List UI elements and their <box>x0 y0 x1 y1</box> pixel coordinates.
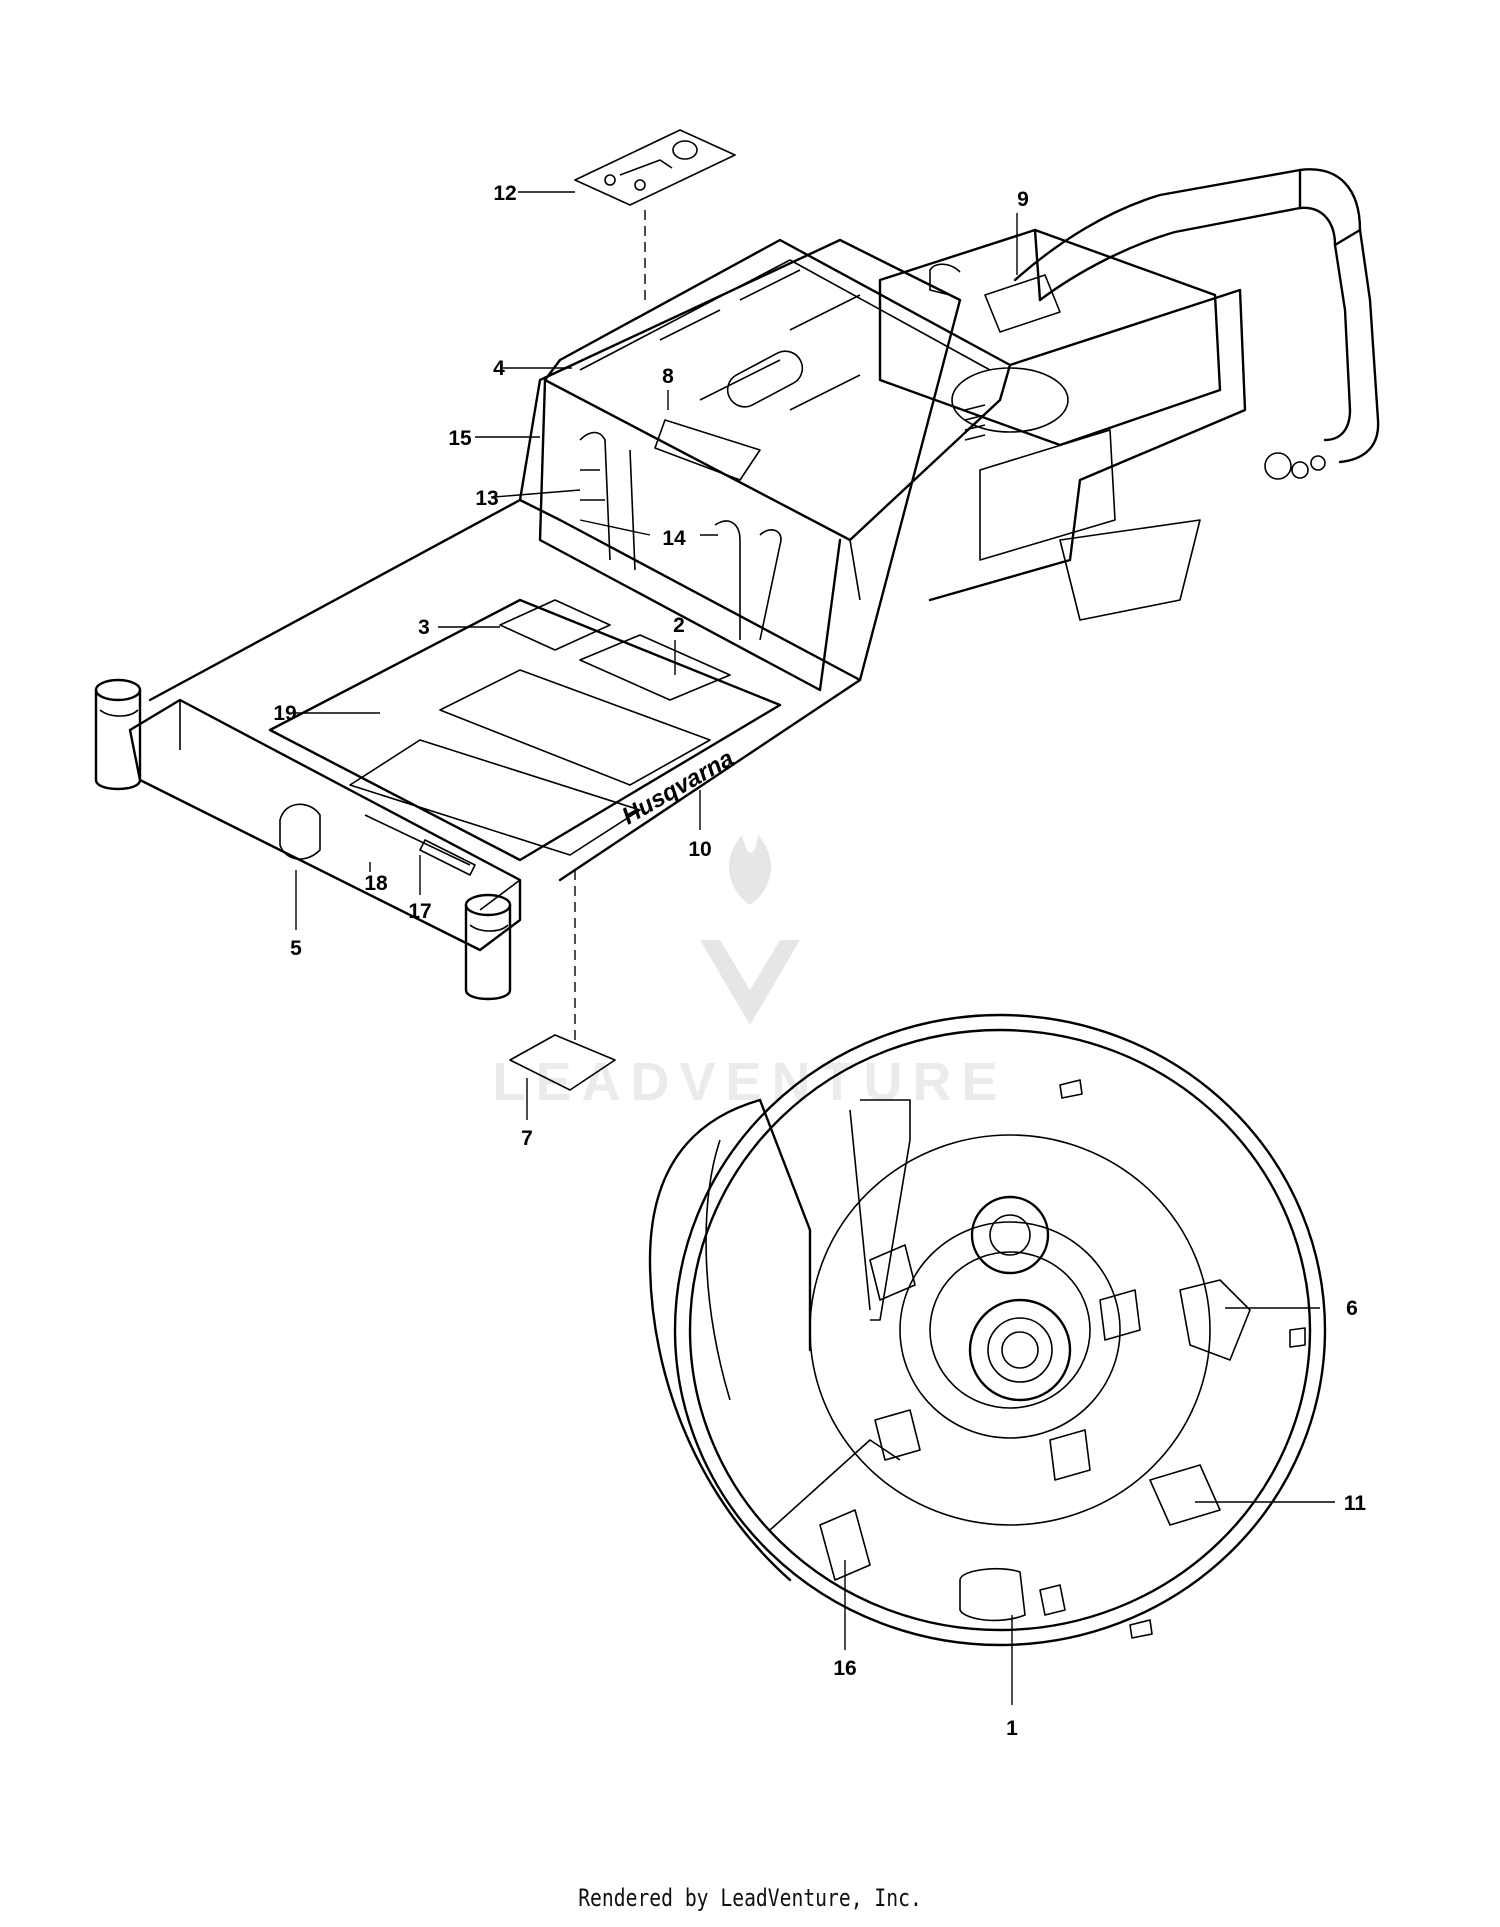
callout-6: 6 <box>1346 1297 1358 1320</box>
callout-17: 17 <box>408 900 431 923</box>
floor-mat-3 <box>499 599 611 651</box>
decal-16 <box>819 1509 871 1581</box>
caster-right <box>464 893 512 1001</box>
callout-14: 14 <box>662 527 686 550</box>
callout-3: 3 <box>418 616 430 639</box>
decal-1 <box>959 1567 1026 1622</box>
decal-6 <box>1179 1279 1251 1361</box>
decal-9 <box>984 274 1061 333</box>
callout-13: 13 <box>475 487 498 510</box>
callout-9: 9 <box>1017 188 1029 211</box>
frame-assembly: Husqvarna <box>94 129 1380 1091</box>
decal-strip-18 <box>364 814 471 866</box>
floor-mat-19 <box>349 739 641 856</box>
callout-16: 16 <box>833 1657 856 1680</box>
decal-8 <box>654 419 761 481</box>
callout-8: 8 <box>662 365 674 388</box>
decal-11 <box>1149 1464 1221 1526</box>
decal-17 <box>419 839 476 876</box>
floor-mat-2 <box>439 669 711 786</box>
callout-19: 19 <box>273 702 296 725</box>
callout-2: 2 <box>673 614 685 637</box>
watermark-text: LEADVENTURE <box>492 1052 1007 1112</box>
leadventure-watermark: LEADVENTURE <box>492 835 1007 1112</box>
leader-lines <box>295 191 1335 1705</box>
callout-11: 11 <box>1344 1492 1367 1515</box>
callout-12: 12 <box>493 182 516 205</box>
callout-15: 15 <box>448 427 472 450</box>
mower-deck <box>648 1013 1327 1647</box>
footer-credit: Rendered by LeadVenture, Inc. <box>578 1884 922 1912</box>
decal-12 <box>574 129 736 206</box>
caster-decal-5 <box>279 803 321 860</box>
callout-4: 4 <box>493 357 505 380</box>
callout-5: 5 <box>290 937 302 960</box>
decal-7 <box>509 1034 616 1091</box>
callout-7: 7 <box>521 1127 533 1150</box>
callout-18: 18 <box>364 872 388 895</box>
callout-1: 1 <box>1006 1717 1018 1740</box>
callout-labels: 1 2 3 4 5 6 7 8 9 10 11 12 13 14 15 16 1… <box>273 182 1366 1740</box>
callout-10: 10 <box>688 838 711 861</box>
caster-left <box>94 678 142 791</box>
